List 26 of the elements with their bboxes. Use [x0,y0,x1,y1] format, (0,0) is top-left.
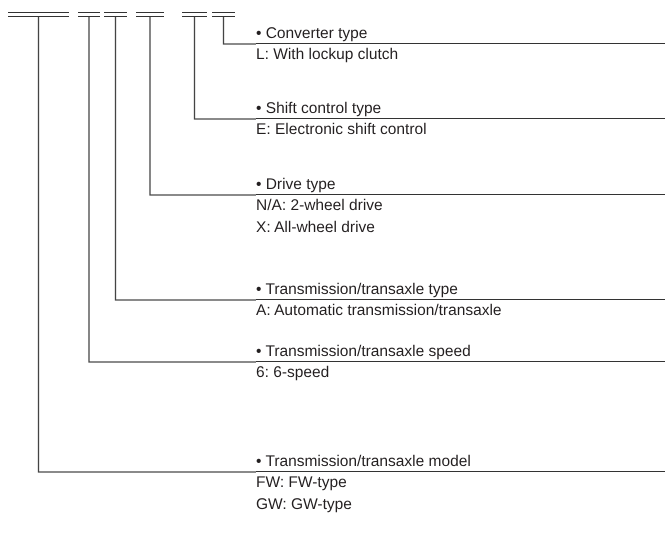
code-description: L: With lockup clutch [256,45,400,65]
category-heading: • Transmission/transaxle model [256,452,665,472]
code-description: E: Electronic shift control [256,120,428,140]
category-heading: • Drive type [256,175,665,195]
code-description: GW: GW-type [256,495,353,515]
leader-line [114,17,256,301]
leader-line [222,17,256,45]
code-placeholder [78,12,100,17]
leader-line [194,17,256,120]
code-placeholder [104,12,127,17]
category-heading: • Transmission/transaxle type [256,280,665,300]
category-heading: • Shift control type [256,99,665,119]
category-heading: • Transmission/transaxle speed [256,342,665,362]
code-placeholder [8,12,69,17]
leader-line [38,17,256,473]
code-placeholder [182,12,207,17]
category-heading: • Converter type [256,24,665,44]
leader-line [149,17,256,196]
code-description: A: Automatic transmission/transaxle [256,301,503,321]
code-placeholder [212,12,235,17]
code-description: N/A: 2-wheel drive [256,196,384,216]
code-placeholder [136,12,164,17]
code-description: X: All-wheel drive [256,218,376,238]
code-description: 6: 6-speed [256,363,330,383]
leader-line [88,17,256,363]
code-description: FW: FW-type [256,473,348,493]
